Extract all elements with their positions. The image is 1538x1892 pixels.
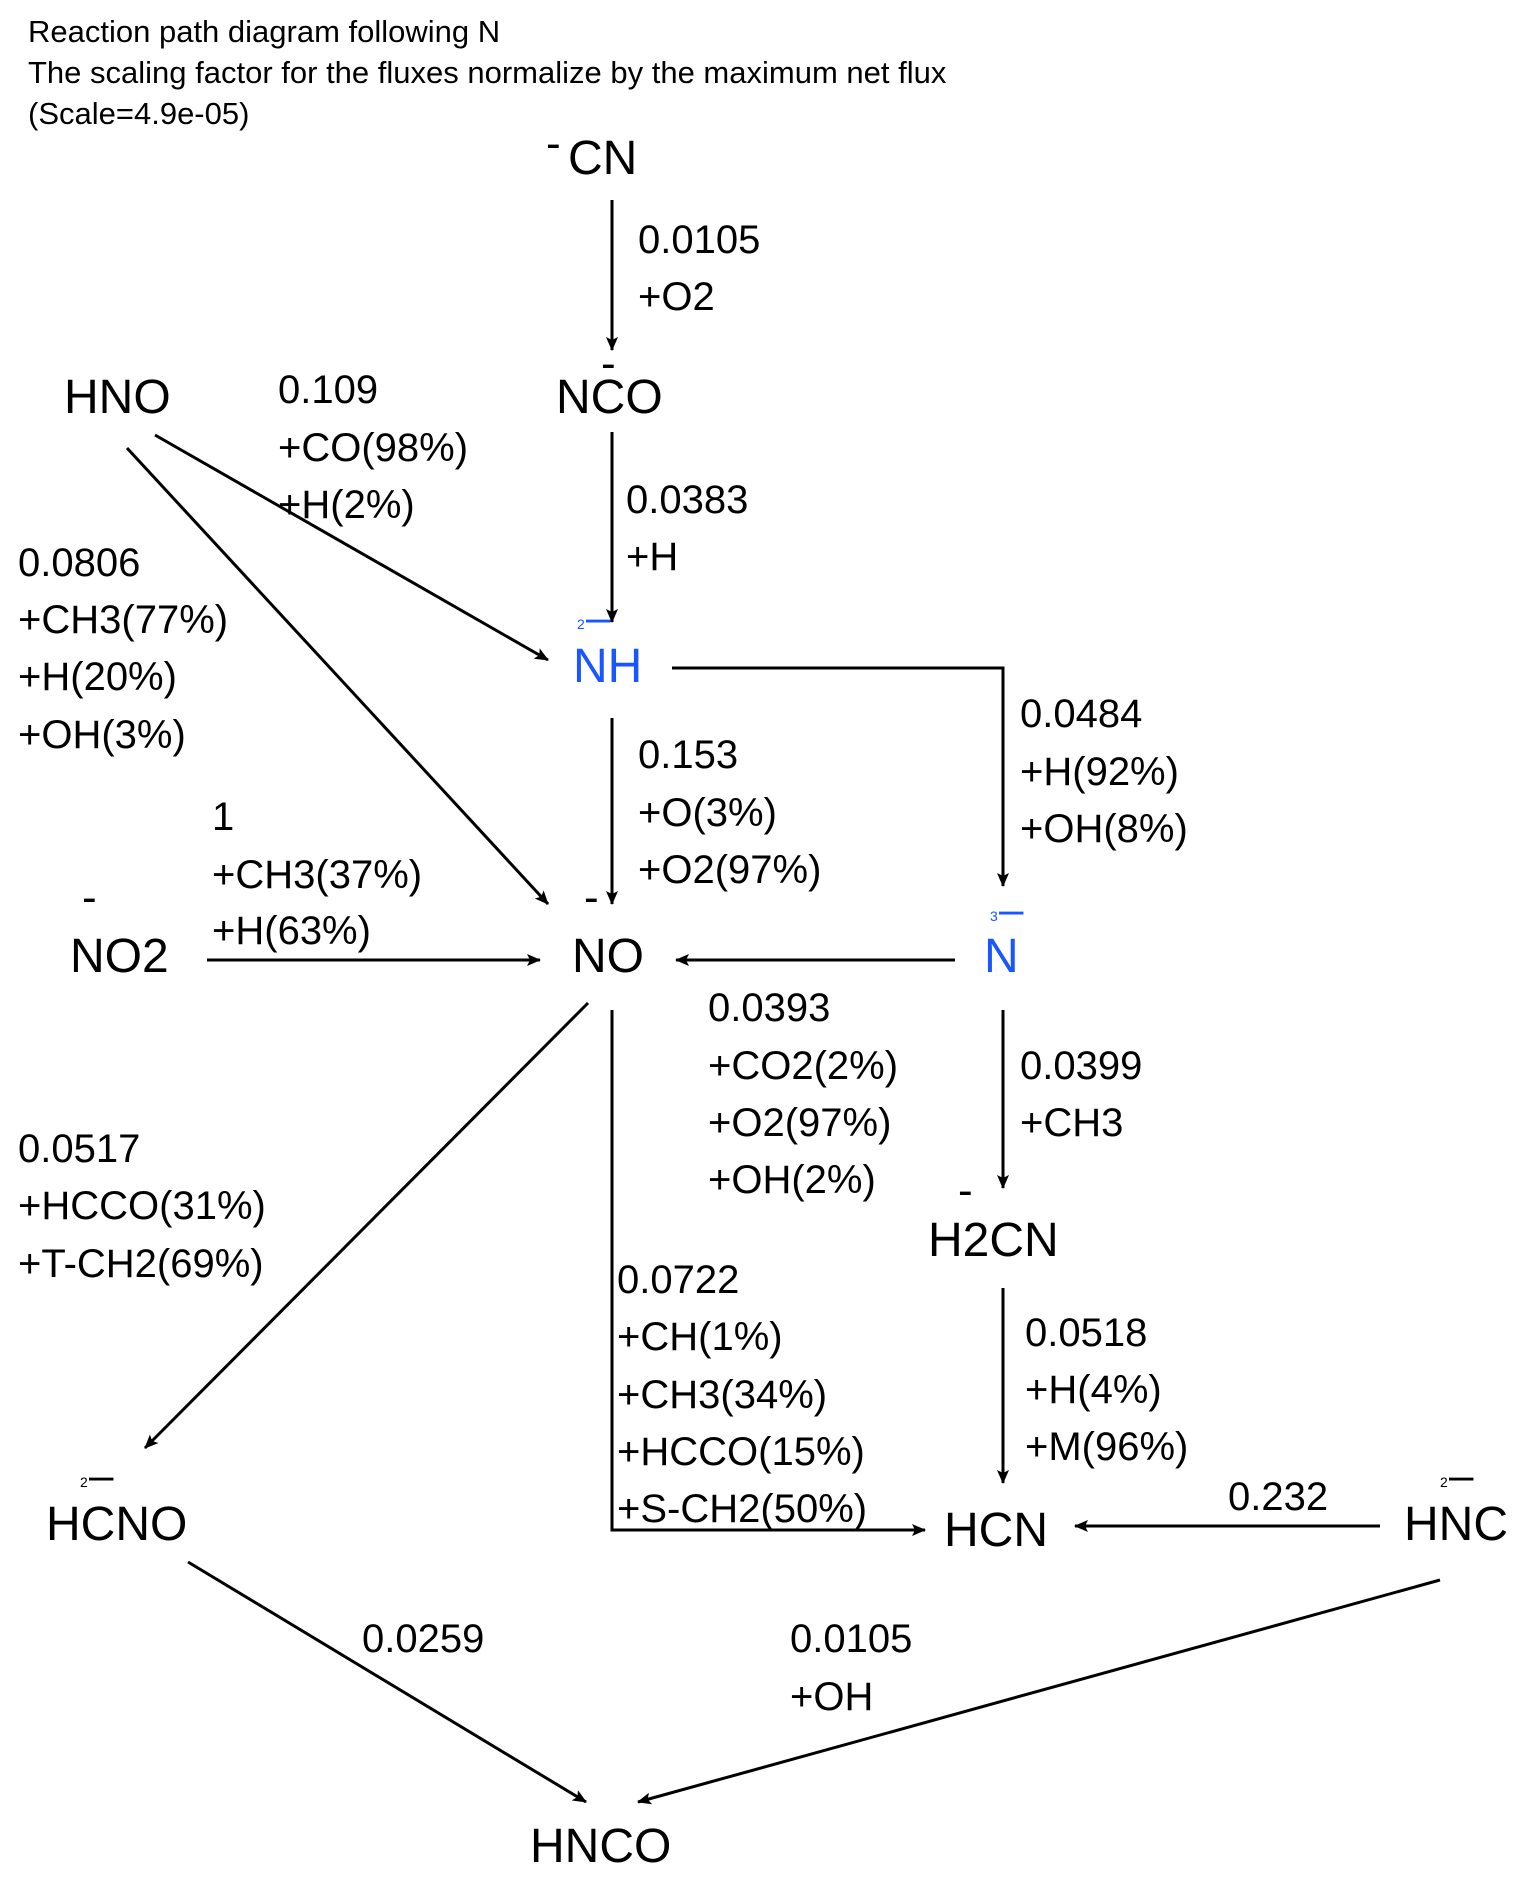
edge-label-no-hcno-reactant: +T-CH2(69%) [18, 1242, 264, 1286]
species-hcno-charge: – [89, 1451, 114, 1500]
edge-label-hno-nh-reactant: +CO(98%) [278, 426, 468, 470]
species-h2cn-label: H2CN [928, 1214, 1059, 1267]
edge-label-no-hcno-reactant: +HCCO(31%) [18, 1184, 266, 1228]
edge-hcno-hnco [187, 1560, 587, 1804]
species-hnc-charge-count: 2 [1440, 1474, 1448, 1490]
species-nco[interactable]: - NCO [556, 339, 663, 424]
edge-label-h2cn-hcn-reactant: +H(4%) [1025, 1368, 1162, 1412]
species-hnc-charge: – [1449, 1451, 1474, 1500]
edge-label-nh-no-reactant: +O(3%) [638, 791, 777, 835]
species-hnc-label: HNC [1404, 1498, 1508, 1551]
edge-label-no2-no-reactant: +CH3(37%) [212, 853, 422, 897]
edge-label-hno-nh-flux: 0.109 [278, 368, 378, 412]
species-no[interactable]: - NO [572, 873, 644, 983]
edge-label-hno-no-flux: 0.0806 [18, 541, 140, 585]
species-nh-label: NH [573, 640, 642, 693]
species-hcn[interactable]: HCN [944, 1504, 1048, 1557]
species-cn-label: CN [568, 132, 637, 185]
species-hno[interactable]: HNO [64, 371, 171, 424]
edge-label-hnc-hnco-reactant: +OH [790, 1675, 873, 1719]
species-n[interactable]: 3 – N [984, 885, 1024, 983]
edge-label-nco-nh-flux: 0.0383 [626, 478, 748, 522]
species-hnco-label: HNCO [530, 1820, 671, 1873]
species-hcno[interactable]: 2 – HCNO [46, 1451, 187, 1551]
species-nh[interactable]: 2 – NH [573, 593, 642, 693]
diagram-header: Reaction path diagram following N The sc… [28, 14, 947, 131]
edge-label-no-hcn-reactant: +S-CH2(50%) [617, 1487, 867, 1531]
edge-label-hno-no-reactant: +CH3(77%) [18, 598, 228, 642]
edge-label-no-hcno-flux: 0.0517 [18, 1127, 140, 1171]
edge-label-hno-no-reactant: +H(20%) [18, 655, 177, 699]
edge-label-n-h2cn-reactant: +CH3 [1020, 1101, 1123, 1145]
species-nh-charge: – [586, 593, 611, 642]
edge-label-h2cn-hcn-reactant: +M(96%) [1025, 1425, 1188, 1469]
edge-nh-n [672, 666, 1009, 887]
edge-label-hno-nh-reactant: +H(2%) [278, 483, 415, 527]
edge-label-n-no-reactant: +O2(97%) [708, 1101, 891, 1145]
edge-label-n-no-reactant: +CO2(2%) [708, 1044, 898, 1088]
edge-label-n-no-reactant: +OH(2%) [708, 1158, 876, 1202]
edge-label-nh-n-flux: 0.0484 [1020, 692, 1142, 736]
species-hcn-label: HCN [944, 1504, 1048, 1557]
edge-label-no-hcn-flux: 0.0722 [617, 1258, 739, 1302]
species-hcno-charge-count: 2 [80, 1474, 88, 1490]
species-h2cn[interactable]: - H2CN [928, 1166, 1059, 1267]
edge-label-nco-nh-reactant: +H [626, 535, 678, 579]
edge-label-no2-no-reactant: +H(63%) [212, 909, 371, 953]
edge-label-hcno-hnco-flux: 0.0259 [362, 1617, 484, 1661]
edge-label-nh-n-reactant: +OH(8%) [1020, 807, 1188, 851]
header-line-scale: (Scale=4.9e-05) [28, 96, 249, 131]
species-n-label: N [984, 930, 1019, 983]
edge-label-nh-n-reactant: +H(92%) [1020, 750, 1179, 794]
species-no2[interactable]: - NO2 [70, 873, 169, 983]
species-h2cn-charge: - [958, 1166, 973, 1215]
species-hno-label: HNO [64, 371, 171, 424]
edge-no-hcn [610, 1010, 926, 1536]
header-line-title: Reaction path diagram following N [28, 14, 500, 49]
species-hnc[interactable]: 2 – HNC [1404, 1451, 1508, 1551]
species-no2-charge: - [82, 873, 97, 922]
edge-label-cn-nco-reactant: +O2 [638, 275, 715, 319]
header-line-description: The scaling factor for the fluxes normal… [28, 55, 947, 90]
species-cn[interactable]: - CN [546, 119, 637, 185]
edge-label-nh-no-flux: 0.153 [638, 733, 738, 777]
species-nh-charge-count: 2 [577, 616, 585, 632]
edge-label-no-hcn-reactant: +CH3(34%) [617, 1373, 827, 1417]
edge-label-n-no-flux: 0.0393 [708, 986, 830, 1030]
edges [125, 200, 1441, 1805]
edge-label-hnc-hnco-flux: 0.0105 [790, 1617, 912, 1661]
edge-labels: 0.0105 +O2 0.0383 +H 0.109 +CO(98%) +H(2… [18, 218, 1328, 1719]
edge-hnc-hnco [637, 1578, 1441, 1805]
species-nco-charge: - [601, 339, 616, 388]
edge-no-hcno [143, 1001, 590, 1450]
edge-label-h2cn-hcn-flux: 0.0518 [1025, 1311, 1147, 1355]
edge-hno-nh [154, 433, 549, 662]
species-hcno-label: HCNO [46, 1498, 187, 1551]
edge-label-nh-no-reactant: +O2(97%) [638, 848, 821, 892]
edge-label-hnc-hcn-flux: 0.232 [1228, 1475, 1328, 1519]
edge-label-cn-nco-flux: 0.0105 [638, 218, 760, 262]
edge-hno-no [125, 446, 550, 906]
species-hnco[interactable]: HNCO [530, 1820, 671, 1873]
species-n-charge-count: 3 [990, 908, 998, 924]
edge-label-hno-no-reactant: +OH(3%) [18, 713, 186, 757]
edge-label-no2-no-flux: 1 [212, 795, 234, 839]
edge-label-n-h2cn-flux: 0.0399 [1020, 1044, 1142, 1088]
species-nodes: - CN - NCO HNO 2 – NH - NO2 - NO 3 – N [46, 119, 1508, 1873]
edge-label-no-hcn-reactant: +CH(1%) [617, 1315, 783, 1359]
species-no2-label: NO2 [70, 930, 169, 983]
edge-label-no-hcn-reactant: +HCCO(15%) [617, 1430, 865, 1474]
species-cn-charge: - [546, 119, 561, 168]
species-n-charge: – [999, 885, 1024, 934]
species-no-label: NO [572, 930, 644, 983]
species-no-charge: - [584, 873, 599, 922]
species-nco-label: NCO [556, 371, 663, 424]
